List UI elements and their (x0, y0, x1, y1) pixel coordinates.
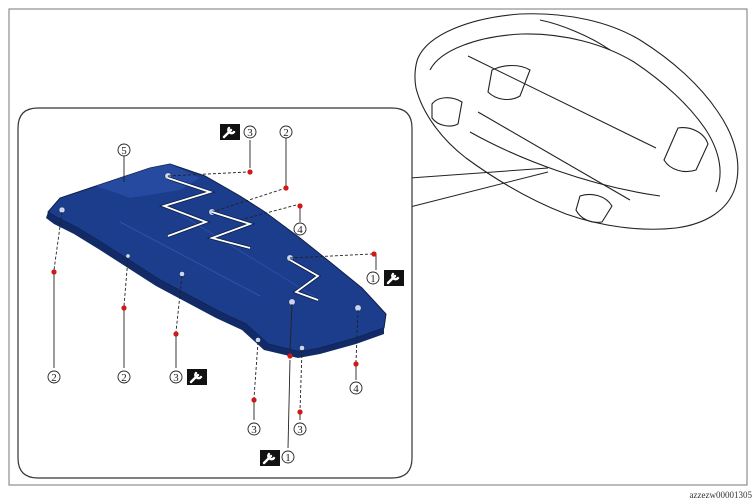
callout-3-bottom-right: 3 (293, 422, 307, 436)
callout-4-top: 4 (293, 222, 307, 236)
zigzag-leaders (158, 176, 322, 302)
callout-2-middle: 2 (117, 370, 131, 384)
outer-border (8, 8, 748, 486)
callout-3-middle: 3 (169, 370, 183, 384)
svg-text:3: 3 (173, 372, 179, 384)
leader-lines (53, 171, 373, 411)
callout-1-bottom: 1 (281, 450, 295, 464)
svg-text:3: 3 (247, 127, 253, 139)
callout-3-top: 3 (243, 125, 257, 139)
zoom-leader (409, 167, 549, 208)
callout-2-left: 2 (47, 370, 61, 384)
wrench-torque-icon (185, 367, 209, 387)
callout-3-bottom-left: 3 (247, 422, 261, 436)
callout-2-top: 2 (279, 125, 293, 139)
wrench-torque-icon (382, 268, 406, 288)
svg-text:4: 4 (297, 224, 303, 236)
callout-5: 5 (117, 143, 131, 157)
figure-reference-code: azzezw00001305 (689, 490, 752, 500)
svg-text:3: 3 (297, 424, 303, 436)
leader-lines-solid (53, 138, 377, 449)
svg-text:1: 1 (370, 273, 376, 285)
svg-text:3: 3 (251, 424, 257, 436)
vehicle-underside-outline (414, 13, 739, 230)
fastener-markers (51, 169, 377, 415)
svg-text:1: 1 (285, 452, 291, 464)
under-cover-panel (46, 163, 387, 358)
wrench-torque-icon (218, 122, 242, 142)
svg-text:2: 2 (283, 127, 289, 139)
svg-text:4: 4 (353, 383, 359, 395)
callout-4-bottom: 4 (349, 381, 363, 395)
svg-text:5: 5 (121, 145, 127, 157)
svg-text:2: 2 (51, 372, 57, 384)
callout-1-right: 1 (366, 271, 380, 285)
svg-text:2: 2 (121, 372, 127, 384)
wrench-torque-icon (258, 448, 282, 468)
